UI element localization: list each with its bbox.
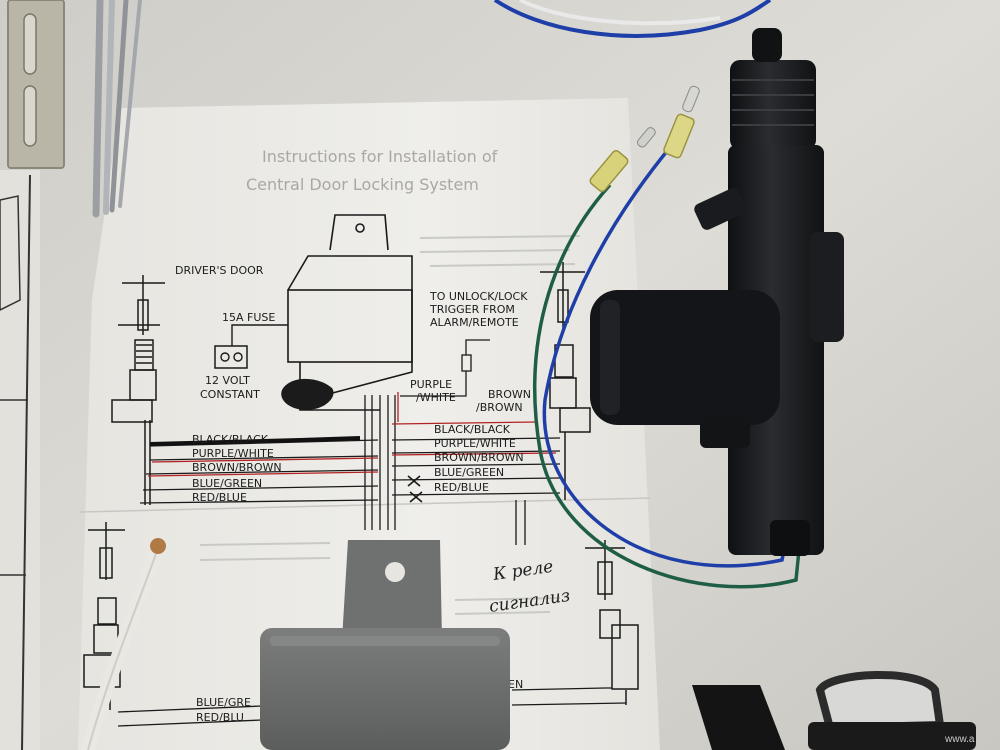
- key-fob-part: [808, 671, 976, 750]
- gray-relay-box: [260, 540, 510, 750]
- red-marker-lines: [147, 392, 557, 477]
- label-brown: BROWN: [488, 388, 531, 401]
- bottom-right-fragment: EN: [508, 678, 523, 691]
- label-trigger-1: TO UNLOCK/LOCK: [429, 290, 528, 303]
- right-wire-1: BLACK/BLACK: [434, 423, 511, 436]
- right-wire-4: BLUE/GREEN: [434, 466, 504, 479]
- left-wire-5: RED/BLUE: [192, 491, 247, 504]
- marker-scribble: [281, 378, 334, 410]
- left-wire-4: BLUE/GREEN: [192, 477, 262, 490]
- right-wire-5: RED/BLUE: [434, 481, 489, 494]
- left-wire-2: PURPLE/WHITE: [192, 447, 274, 460]
- label-fuse: 15A FUSE: [222, 311, 275, 324]
- blue-actuator-wire: [542, 143, 788, 568]
- metal-bracket: [7, 0, 65, 169]
- metal-rods: [92, 0, 142, 218]
- green-actuator-wire: [533, 183, 802, 589]
- label-slash-brown: /BROWN: [476, 401, 523, 414]
- bottom-wire-1: BLUE/GRE: [196, 696, 251, 709]
- diagram-title-line1: Instructions for Installation of: [262, 147, 498, 166]
- left-wire-3: BROWN/BROWN: [192, 461, 282, 474]
- label-trigger-3: ALARM/REMOTE: [430, 316, 519, 329]
- left-actuator-drawing: [111, 275, 165, 505]
- bottom-wire-2: RED/BLU: [196, 711, 244, 724]
- diagram-title-line2: Central Door Locking System: [246, 175, 479, 194]
- label-white: /WHITE: [416, 391, 456, 404]
- white-cable-edge: [87, 547, 159, 750]
- left-paper-sheet: [0, 170, 40, 750]
- label-drivers-door: DRIVER'S DOOR: [175, 264, 264, 277]
- top-blue-wire: [493, 0, 772, 38]
- relay-module-drawing: [287, 214, 413, 411]
- label-power-2: CONSTANT: [200, 388, 260, 401]
- door-lock-actuator: [590, 28, 844, 556]
- wire-connectors: [589, 85, 700, 192]
- faint-printed-text: [199, 235, 581, 615]
- black-marker-line: [149, 436, 361, 446]
- label-purple: PURPLE: [410, 378, 452, 391]
- label-trigger-2: TRIGGER FROM: [429, 303, 515, 316]
- copper-strands: [150, 538, 166, 554]
- right-wire-3: BROWN/BROWN: [434, 451, 524, 464]
- label-power-1: 12 VOLT: [205, 374, 250, 387]
- top-white-wire: [519, 0, 721, 26]
- fuse-terminal-drawing: [214, 324, 288, 369]
- cross-marks: [407, 475, 423, 503]
- black-clip: [692, 685, 785, 750]
- wiring-diagram-sheet: Instructions for Installation of Central…: [78, 98, 660, 750]
- watermark: www.a: [944, 734, 975, 745]
- left-wire-1: BLACK/BLACK: [192, 433, 269, 446]
- right-wire-2: PURPLE/WHITE: [434, 437, 516, 450]
